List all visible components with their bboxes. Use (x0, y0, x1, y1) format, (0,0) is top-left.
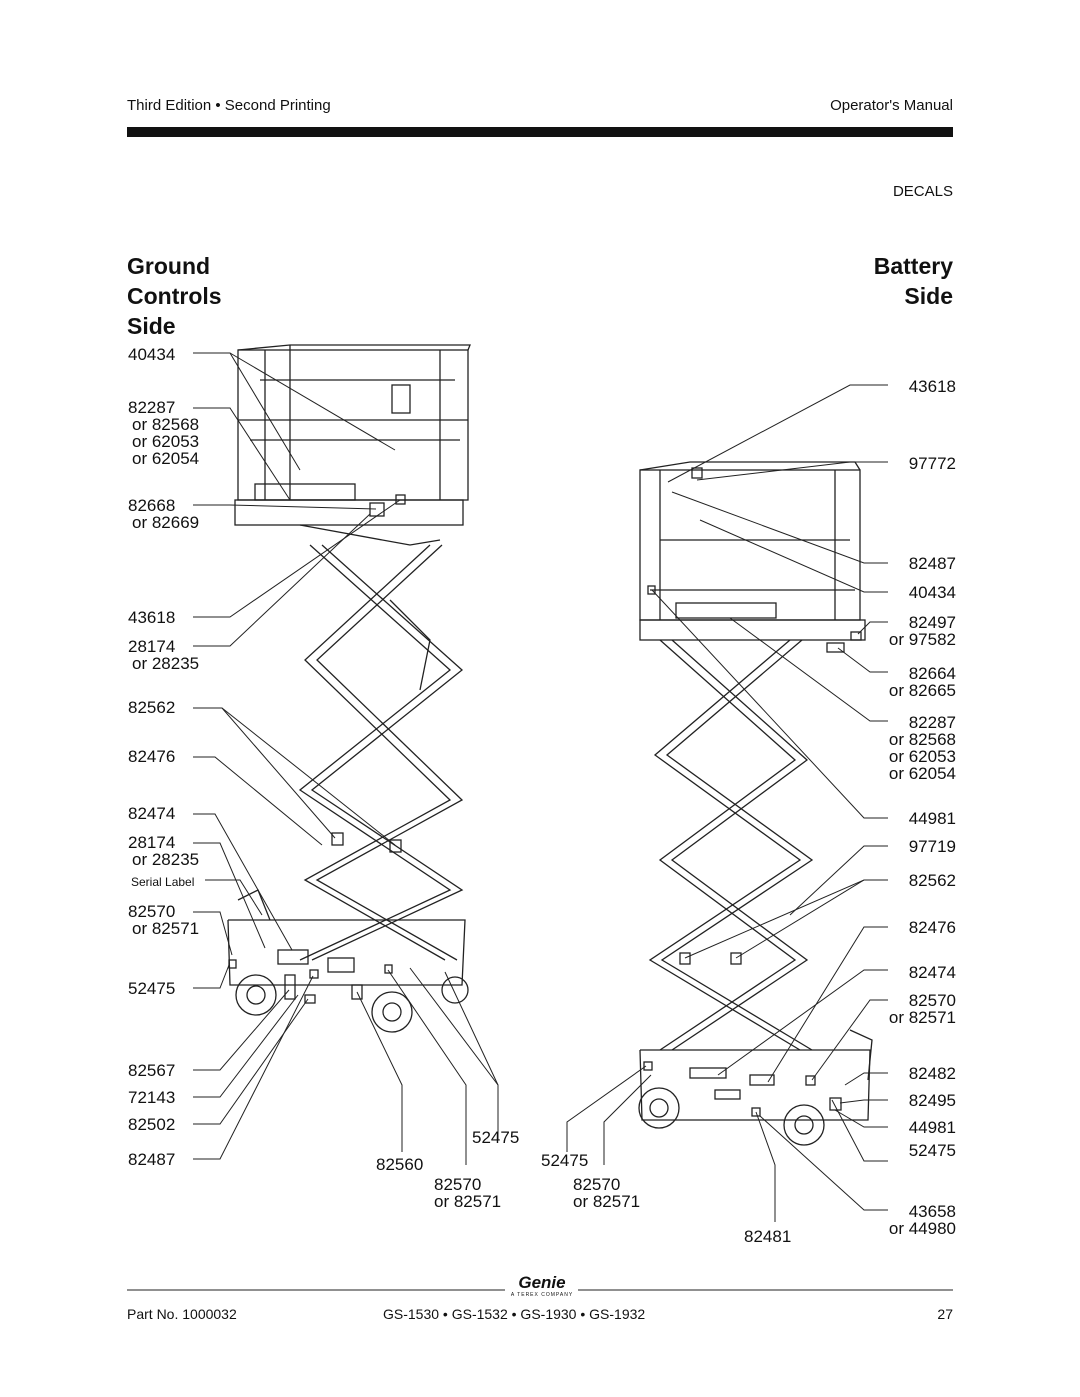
edition-label: Third Edition • Second Printing (127, 97, 331, 114)
left-title: Ground Controls Side (127, 251, 222, 341)
callout-82570-group: 82570 or 82571 (128, 902, 200, 938)
right-platform (639, 602, 866, 653)
callout-52475-bottom-a: 52475 (472, 1128, 520, 1147)
callout-r-97719: 97719 (908, 837, 956, 856)
callout-82668-group: 82668 or 82669 (128, 496, 200, 532)
callout-82476: 82476 (128, 747, 176, 766)
callout-r-44981: 44981 (908, 809, 956, 828)
callout-82481: 82481 (744, 1227, 792, 1246)
right-title: Battery Side (874, 251, 953, 311)
callout-r-82474: 82474 (908, 963, 956, 982)
header-rule (127, 127, 953, 137)
callout-43618: 43618 (128, 608, 176, 627)
callout-82562: 82562 (128, 698, 176, 717)
callout-serial-label: Serial Label (131, 875, 195, 889)
callout-r-82482: 82482 (908, 1064, 956, 1083)
left-title-line: Controls (127, 283, 222, 309)
left-platform (234, 483, 464, 546)
left-base (227, 889, 469, 1033)
callout-r-82476: 82476 (908, 918, 956, 937)
callout-r-40434: 40434 (908, 583, 956, 602)
callout-72143: 72143 (128, 1088, 176, 1107)
callout-r-82570-group: 82570 or 82571 (888, 991, 956, 1027)
callout-52475-bottom-b: 52475 (541, 1151, 589, 1170)
callout-r-82487: 82487 (908, 554, 956, 573)
callout-82287-group: 82287 or 82568 or 62053 or 62054 (128, 398, 200, 468)
callout-82567: 82567 (128, 1061, 176, 1080)
left-title-line: Side (127, 313, 176, 339)
part-number: Part No. 1000032 (127, 1306, 237, 1322)
callout-r-44981-b: 44981 (908, 1118, 956, 1137)
callout-82502: 82502 (128, 1115, 176, 1134)
right-guardrail (639, 461, 861, 621)
callout-r-82664-group: 82664 or 82665 (888, 664, 956, 700)
callout-r-43618: 43618 (908, 377, 956, 396)
right-scissor-stack (648, 639, 814, 1051)
left-guardrail (237, 344, 471, 501)
callout-82570-bottom-a: 82570 or 82571 (434, 1175, 502, 1211)
callout-r-82497-group: 82497 or 97582 (888, 613, 956, 649)
callout-52475: 52475 (128, 979, 176, 998)
callout-r-82495: 82495 (908, 1091, 956, 1110)
right-base (638, 1029, 873, 1146)
right-leader-lines (651, 384, 888, 1211)
callout-28174-group: 28174 or 28235 (128, 637, 200, 673)
genie-logo: Genie A TEREX COMPANY (510, 1273, 574, 1299)
bottom-leader-lines (356, 967, 776, 1222)
page-number: 27 (937, 1306, 953, 1322)
left-leader-lines (193, 352, 401, 1160)
manual-label: Operator's Manual (830, 97, 953, 114)
callout-r-43658-group: 43658 or 44980 (888, 1202, 956, 1238)
callout-r-82562: 82562 (908, 871, 956, 890)
callout-40434: 40434 (128, 345, 176, 364)
left-scissor-stack (298, 544, 464, 961)
callout-r-97772: 97772 (908, 454, 956, 473)
right-title-line: Side (904, 283, 953, 309)
callout-82487: 82487 (128, 1150, 176, 1169)
callout-28174-group-2: 28174 or 28235 (128, 833, 200, 869)
callout-82570-bottom-b: 82570 or 82571 (573, 1175, 641, 1211)
callout-r-82287-group: 82287 or 82568 or 62053 or 62054 (888, 713, 956, 783)
callout-82560: 82560 (376, 1155, 424, 1174)
callout-82474: 82474 (128, 804, 176, 823)
right-title-line: Battery (873, 253, 953, 279)
model-list: GS-1530 • GS-1532 • GS-1930 • GS-1932 (383, 1306, 646, 1322)
left-title-line: Ground (127, 253, 211, 279)
section-label: DECALS (892, 183, 953, 200)
callout-r-52475: 52475 (908, 1141, 956, 1160)
